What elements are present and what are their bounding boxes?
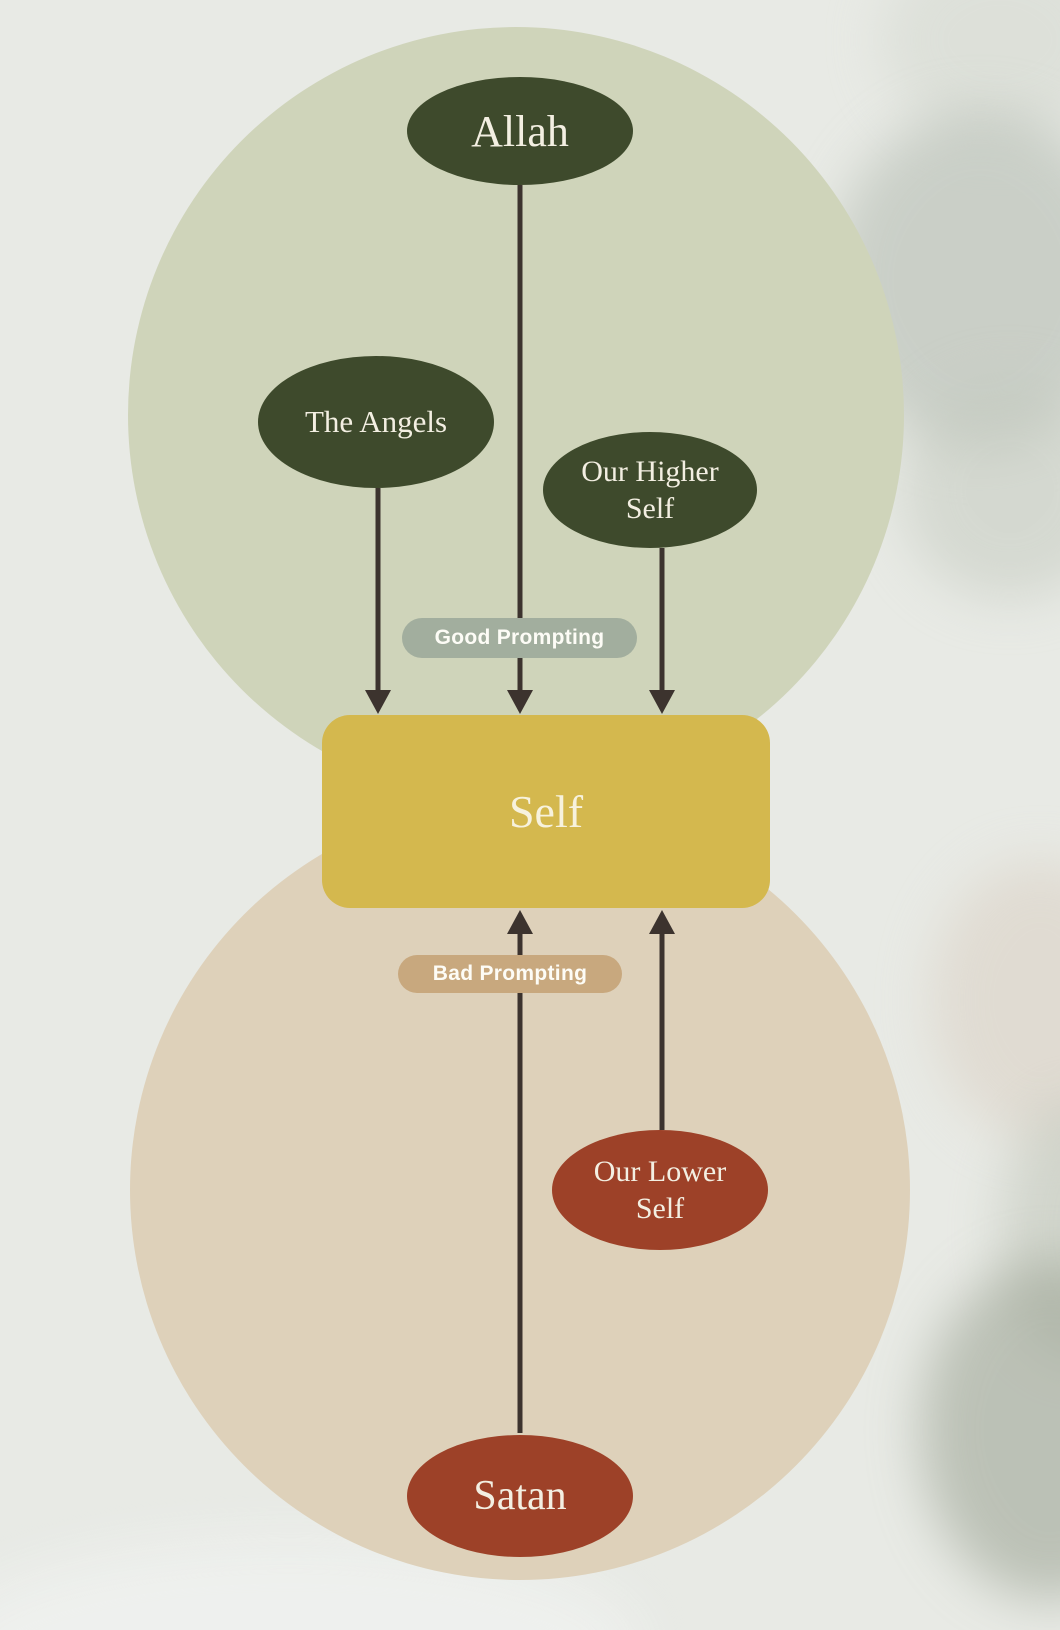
satan-node: Satan xyxy=(407,1435,633,1557)
allah-node-label: Allah xyxy=(471,106,569,156)
satan-node-label: Satan xyxy=(473,1472,567,1519)
higher-self-node: Our Higher Self xyxy=(543,432,757,548)
lower-self-node-label: Our Lower Self xyxy=(593,1154,727,1226)
angels-node: The Angels xyxy=(258,356,494,488)
arrowhead-lower-self xyxy=(649,910,675,934)
self-node: Self xyxy=(322,715,770,908)
self-node-label: Self xyxy=(508,786,584,837)
bad-prompting-label: Bad Prompting xyxy=(432,962,588,985)
arrowhead-satan xyxy=(507,910,533,934)
good-prompting-badge: Good Prompting xyxy=(402,618,637,658)
good-prompting-label: Good Prompting xyxy=(434,626,605,649)
lower-self-node: Our Lower Self xyxy=(552,1130,768,1250)
allah-node: Allah xyxy=(407,77,633,185)
arrowhead-allah xyxy=(507,690,533,714)
arrowhead-higher-self xyxy=(649,690,675,714)
angels-node-label: The Angels xyxy=(304,403,448,439)
higher-self-node-label: Our Higher Self xyxy=(581,454,719,526)
arrowhead-angels xyxy=(365,690,391,714)
bad-prompting-badge: Bad Prompting xyxy=(398,955,622,993)
